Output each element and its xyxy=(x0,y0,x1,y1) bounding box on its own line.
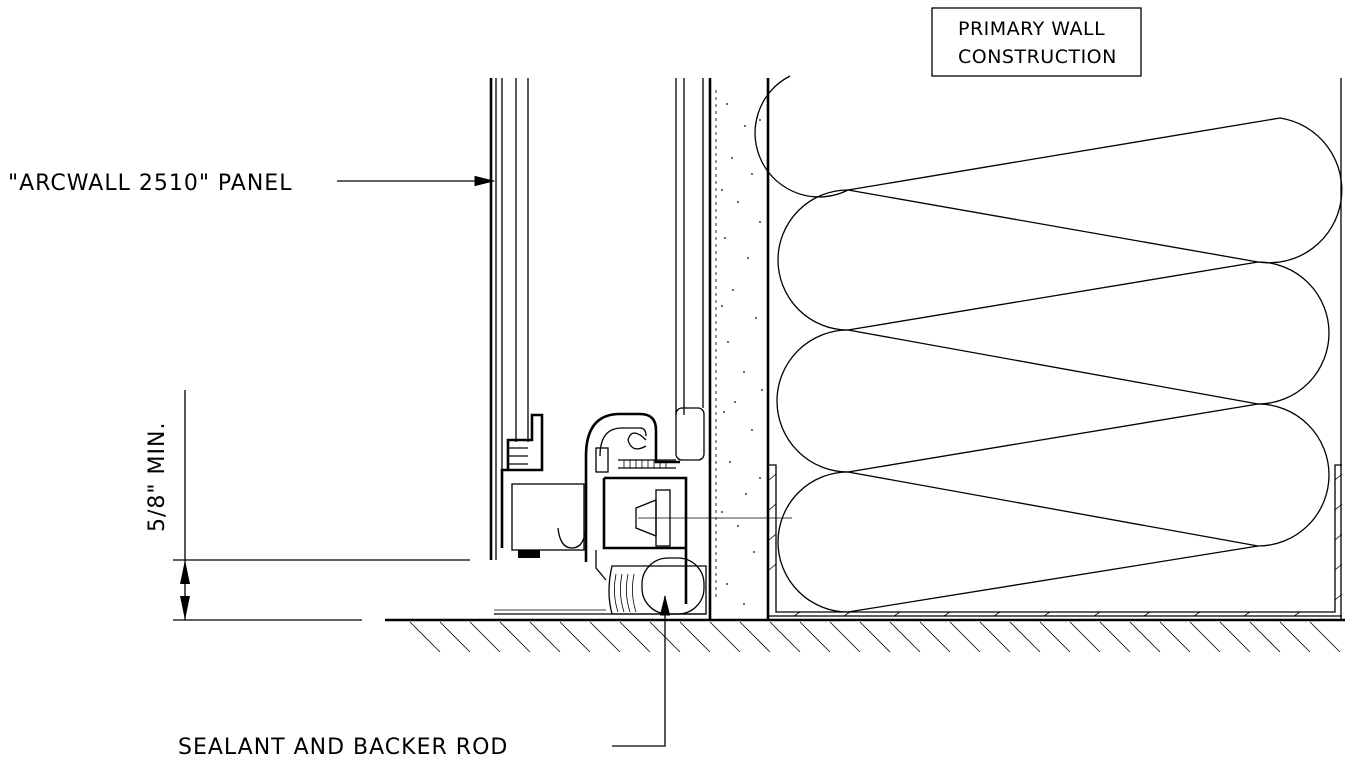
insulation-core xyxy=(511,483,585,551)
primary-wall-label-box xyxy=(931,7,1142,77)
primary-wall-label-line2: CONSTRUCTION xyxy=(958,46,1117,68)
sealant-and-backer-rod xyxy=(494,557,707,615)
sealant-label: SEALANT AND BACKER ROD xyxy=(178,735,508,760)
screw-fastener xyxy=(635,489,792,547)
arcwall-panel xyxy=(489,78,712,620)
primary-wall-label-line1: PRIMARY WALL xyxy=(958,18,1105,40)
wall-sheathing xyxy=(715,78,770,620)
sealant-leader-arrow xyxy=(612,594,671,747)
insulation-batts xyxy=(754,75,1343,620)
base-extrusion xyxy=(500,407,792,604)
floor-slab xyxy=(385,618,1345,653)
base-track-channel xyxy=(768,464,1343,617)
dimension-label: 5/8" MIN. xyxy=(145,422,170,532)
dimension-5-8-min xyxy=(173,390,470,621)
gasket-block xyxy=(675,407,705,461)
panel-label: "ARCWALL 2510" PANEL xyxy=(8,171,292,196)
